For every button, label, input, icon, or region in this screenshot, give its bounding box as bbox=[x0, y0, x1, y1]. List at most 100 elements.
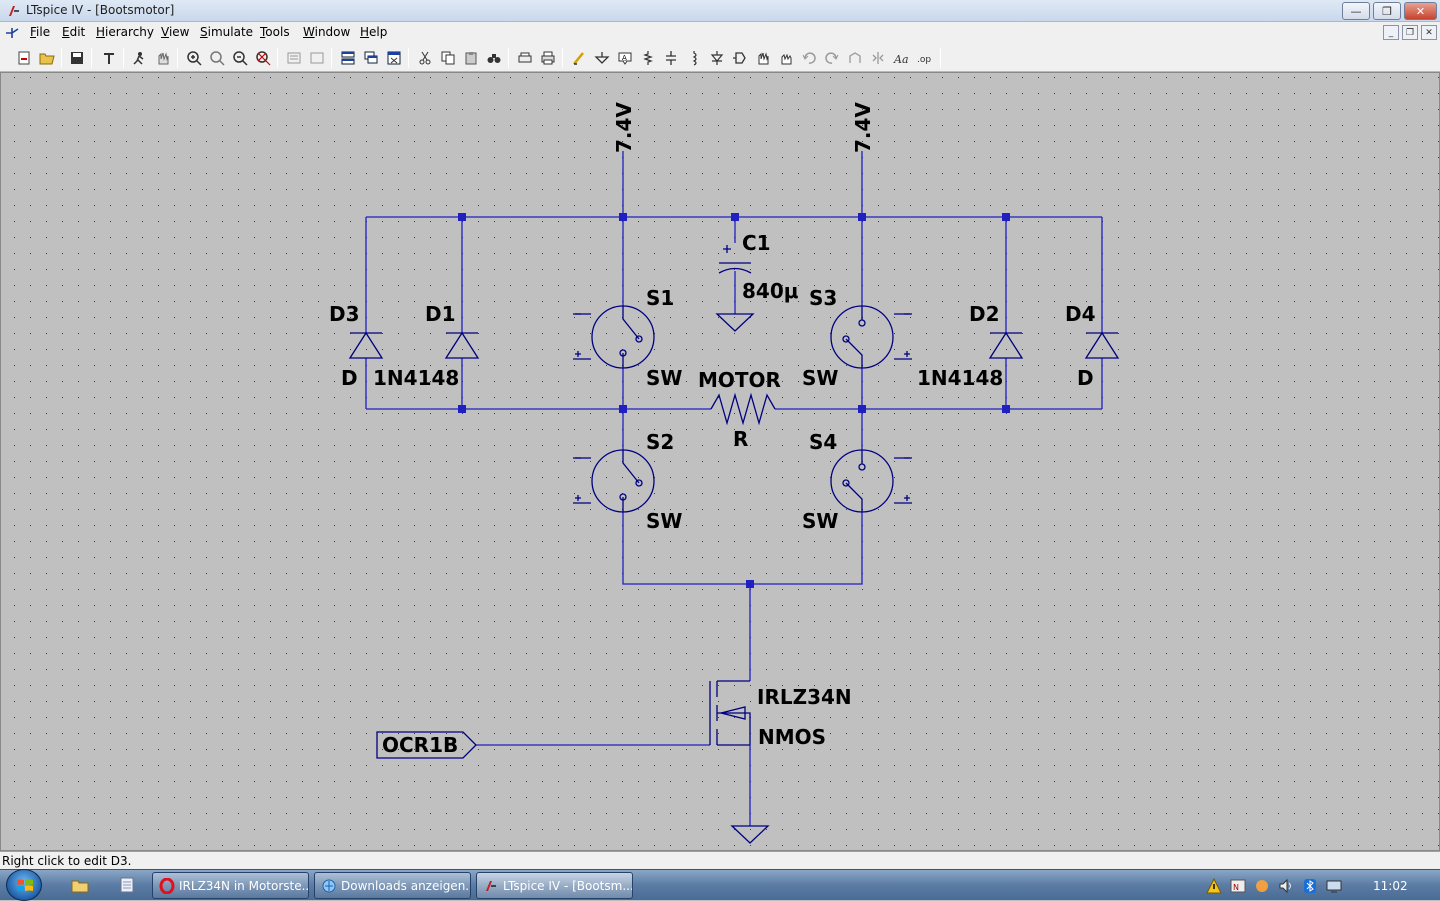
find-icon[interactable] bbox=[484, 48, 504, 68]
diode-d4[interactable] bbox=[1084, 331, 1120, 359]
taskbar-item-ltspice[interactable]: LTspice IV - [Bootsm... bbox=[476, 872, 633, 899]
tile-vertical-icon[interactable] bbox=[338, 48, 358, 68]
taskbar-item-opera[interactable]: IRLZ34N in Motorste... bbox=[152, 872, 309, 899]
cascade-icon[interactable] bbox=[361, 48, 381, 68]
ground-icon[interactable] bbox=[592, 48, 612, 68]
text-icon[interactable]: Aa bbox=[891, 48, 911, 68]
c1-value-label[interactable]: 840μ bbox=[742, 279, 799, 303]
print-setup-icon[interactable] bbox=[515, 48, 535, 68]
mosfet-type-label[interactable]: NMOS bbox=[758, 725, 826, 749]
s3-model-label[interactable]: SW bbox=[802, 366, 838, 390]
diode-d3[interactable] bbox=[348, 331, 384, 359]
menu-edit[interactable]: Edit bbox=[62, 25, 86, 39]
s2-model-label[interactable]: SW bbox=[646, 509, 682, 533]
halt-icon[interactable] bbox=[153, 48, 173, 68]
start-button[interactable] bbox=[6, 869, 42, 901]
s4-name-label[interactable]: S4 bbox=[809, 430, 837, 454]
menu-hierarchy[interactable]: Hierarchy bbox=[96, 25, 155, 39]
spice-directive-icon[interactable]: .op bbox=[914, 48, 934, 68]
undo-icon[interactable] bbox=[799, 48, 819, 68]
pan-icon[interactable] bbox=[207, 48, 227, 68]
notepad-icon[interactable] bbox=[118, 876, 136, 894]
child-minimize-button[interactable]: _ bbox=[1383, 25, 1399, 40]
taskbar-item-downloads[interactable]: Downloads anzeigen... bbox=[314, 872, 471, 899]
mirror-icon[interactable] bbox=[868, 48, 888, 68]
wire-icon[interactable] bbox=[569, 48, 589, 68]
menu-help[interactable]: Help bbox=[360, 25, 388, 39]
nmos-transistor[interactable] bbox=[709, 680, 751, 746]
close-button[interactable]: ✕ bbox=[1404, 2, 1437, 20]
diode-d2[interactable] bbox=[988, 331, 1024, 359]
network-status-icon[interactable] bbox=[1254, 878, 1270, 894]
label-net-icon[interactable]: A bbox=[615, 48, 635, 68]
zoom-fit-icon[interactable] bbox=[253, 48, 273, 68]
autoscale-icon[interactable] bbox=[284, 48, 304, 68]
capacitor-c1[interactable] bbox=[718, 245, 752, 274]
maximize-button[interactable]: ❐ bbox=[1373, 2, 1401, 20]
open-icon[interactable] bbox=[37, 48, 57, 68]
resistor-motor[interactable] bbox=[710, 392, 776, 426]
switch-s3[interactable] bbox=[830, 305, 912, 369]
supply-label-left[interactable]: 7.4V bbox=[612, 102, 636, 153]
explorer-icon[interactable] bbox=[71, 876, 89, 894]
redo-icon[interactable] bbox=[822, 48, 842, 68]
document-system-icon[interactable] bbox=[4, 25, 20, 41]
s1-name-label[interactable]: S1 bbox=[646, 286, 674, 310]
display-icon[interactable] bbox=[1326, 878, 1342, 894]
d2-model-label[interactable]: 1N4148 bbox=[917, 366, 1003, 390]
net-label-ocr1b-flag[interactable] bbox=[376, 731, 477, 759]
control-panel-icon[interactable] bbox=[99, 48, 119, 68]
c1-name-label[interactable]: C1 bbox=[742, 231, 771, 255]
s1-model-label[interactable]: SW bbox=[646, 366, 682, 390]
copy-icon[interactable] bbox=[438, 48, 458, 68]
d2-name-label[interactable]: D2 bbox=[969, 302, 1000, 326]
diode-d1[interactable] bbox=[444, 331, 480, 359]
d4-model-label[interactable]: D bbox=[1077, 366, 1094, 390]
capacitor-icon[interactable] bbox=[661, 48, 681, 68]
menu-file[interactable]: File bbox=[30, 25, 51, 39]
menu-tools[interactable]: Tools bbox=[260, 25, 290, 39]
drag-icon[interactable] bbox=[776, 48, 796, 68]
mosfet-model-label[interactable]: IRLZ34N bbox=[757, 685, 852, 709]
switch-s4[interactable] bbox=[830, 449, 912, 513]
zoom-out-icon[interactable] bbox=[230, 48, 250, 68]
s4-model-label[interactable]: SW bbox=[802, 509, 838, 533]
d3-model-label[interactable]: D bbox=[341, 366, 358, 390]
s3-name-label[interactable]: S3 bbox=[809, 286, 837, 310]
supply-label-right[interactable]: 7.4V bbox=[851, 102, 875, 153]
run-icon[interactable] bbox=[129, 48, 149, 68]
menu-view[interactable]: View bbox=[161, 25, 190, 39]
print-icon[interactable] bbox=[538, 48, 558, 68]
tile-horizontal-icon[interactable] bbox=[307, 48, 327, 68]
net-label-ocr1b[interactable]: OCR1B bbox=[382, 733, 458, 757]
menu-simulate[interactable]: Simulate bbox=[200, 25, 254, 39]
bluetooth-icon[interactable] bbox=[1302, 878, 1318, 894]
language-icon[interactable]: N bbox=[1230, 878, 1246, 894]
minimize-button[interactable]: — bbox=[1342, 2, 1370, 20]
save-icon[interactable] bbox=[67, 48, 87, 68]
rotate-icon[interactable] bbox=[845, 48, 865, 68]
switch-s2[interactable] bbox=[573, 449, 655, 513]
child-restore-button[interactable]: ❐ bbox=[1402, 25, 1418, 40]
motor-type-label[interactable]: R bbox=[733, 427, 748, 451]
diode-icon[interactable] bbox=[707, 48, 727, 68]
menu-window[interactable]: Window bbox=[303, 25, 351, 39]
ltspice-app-icon[interactable] bbox=[6, 3, 22, 19]
inductor-icon[interactable] bbox=[684, 48, 704, 68]
switch-s1[interactable] bbox=[573, 305, 655, 369]
motor-name-label[interactable]: MOTOR bbox=[698, 368, 781, 392]
cut-icon[interactable] bbox=[415, 48, 435, 68]
volume-icon[interactable] bbox=[1278, 878, 1294, 894]
close-all-icon[interactable] bbox=[384, 48, 404, 68]
new-schematic-icon[interactable] bbox=[14, 48, 34, 68]
schematic-canvas[interactable]: 7.4V 7.4V C1 840μ D3 D D1 1N4148 D2 1N41… bbox=[0, 72, 1440, 851]
paste-icon[interactable] bbox=[461, 48, 481, 68]
d4-name-label[interactable]: D4 bbox=[1065, 302, 1096, 326]
resistor-icon[interactable] bbox=[638, 48, 658, 68]
action-center-warning-icon[interactable] bbox=[1206, 878, 1222, 894]
d3-name-label[interactable]: D3 bbox=[329, 302, 360, 326]
component-icon[interactable] bbox=[730, 48, 750, 68]
zoom-in-icon[interactable] bbox=[184, 48, 204, 68]
move-icon[interactable] bbox=[753, 48, 773, 68]
s2-name-label[interactable]: S2 bbox=[646, 430, 674, 454]
